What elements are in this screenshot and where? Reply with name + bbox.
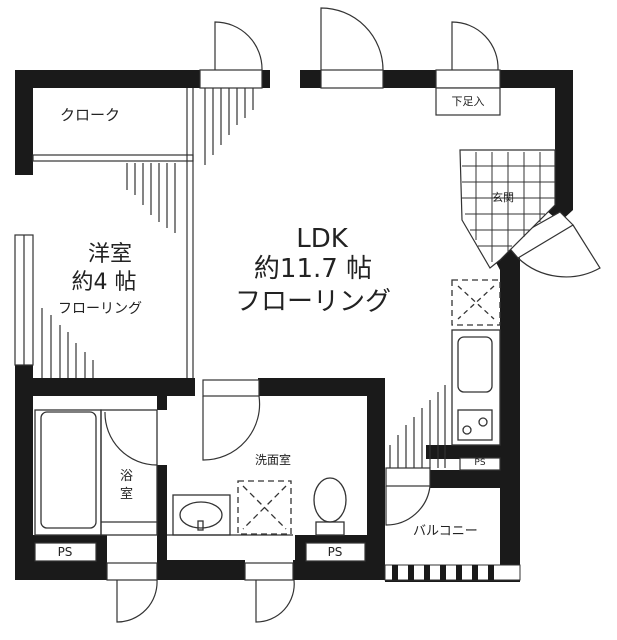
door-openings — [106, 69, 501, 581]
hatch-lines — [41, 88, 446, 468]
entrance-label: 玄関 — [492, 191, 514, 204]
ps-label-kitchen: PS — [474, 458, 486, 468]
western-room-floor: フローリング — [58, 301, 142, 317]
closet-label: クローク — [60, 106, 121, 124]
balcony-label: バルコニー — [413, 524, 478, 539]
ldk-name: LDK — [296, 224, 348, 254]
balcony-railing — [384, 564, 521, 581]
fixtures — [34, 279, 501, 536]
entrance-tiles — [462, 152, 555, 262]
ps-label-wash: PS — [327, 545, 343, 559]
washroom-label: 洗面室 — [255, 453, 292, 467]
bathroom-label-1: 浴 — [120, 469, 134, 484]
ps-label-bath: PS — [57, 545, 73, 559]
ps-boxes — [34, 457, 501, 562]
western-room-size: 約4 帖 — [71, 270, 137, 295]
shoe-box-label: 下足入 — [451, 95, 485, 108]
door-swings — [104, 7, 601, 623]
partitions — [14, 88, 556, 378]
ldk-size: 約11.7 帖 — [253, 254, 373, 284]
western-room-name: 洋室 — [87, 242, 133, 267]
bathroom-label-2: 室 — [120, 487, 134, 502]
walls — [15, 70, 573, 582]
ldk-floor: フローリング — [234, 287, 392, 317]
